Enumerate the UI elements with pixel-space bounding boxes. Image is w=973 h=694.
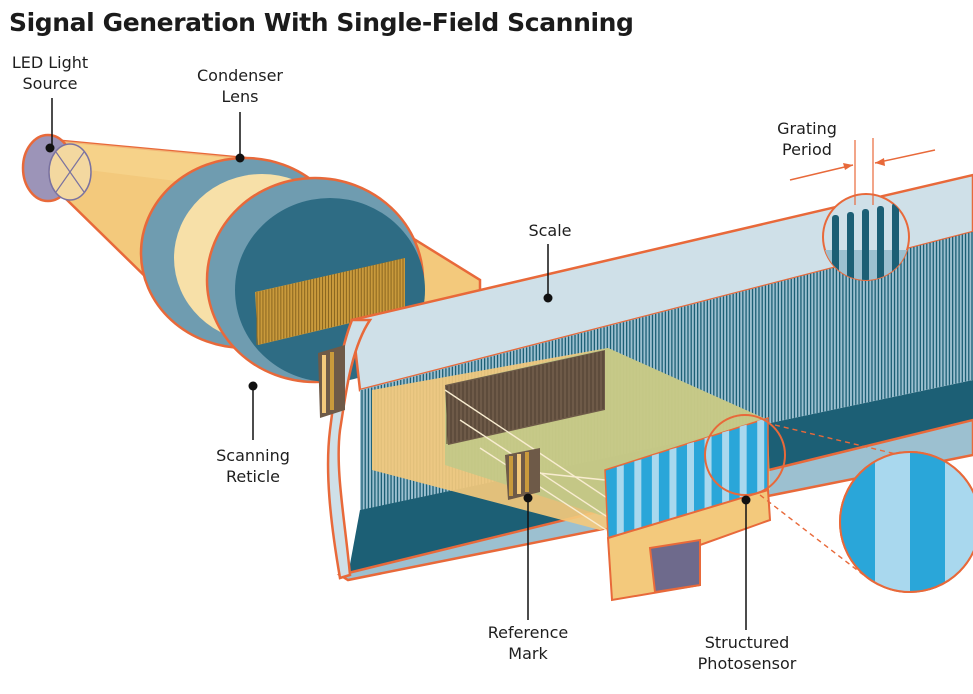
label-line: Grating xyxy=(777,119,837,138)
reticle-lines xyxy=(256,258,404,345)
label-scanning-reticle: Scanning Reticle xyxy=(203,445,303,487)
sensor-stripe xyxy=(651,453,659,525)
label-line: Lens xyxy=(221,87,259,106)
grating-bar xyxy=(862,209,869,280)
label-line: Reference xyxy=(487,623,569,642)
label-line: Source xyxy=(22,74,78,93)
sensor-stripe xyxy=(722,430,730,504)
grating-bar xyxy=(877,206,884,280)
label-led-light-source: LED Light Source xyxy=(4,52,96,94)
led-light-source xyxy=(21,133,92,203)
sensor-stripe xyxy=(616,465,624,536)
reference-grating-lines xyxy=(446,351,604,444)
leader-dots xyxy=(45,143,751,505)
label-line: Period xyxy=(782,140,832,159)
sensor-stripe xyxy=(634,459,642,530)
reference-mark xyxy=(505,448,540,500)
sensor-stripe xyxy=(757,418,765,493)
grating-bar xyxy=(847,212,854,280)
label-line: Photosensor xyxy=(697,654,797,673)
label-line: Scale xyxy=(528,221,572,240)
sensor-stripe xyxy=(739,424,747,498)
label-line: Mark xyxy=(508,644,548,663)
scale-top-face xyxy=(350,173,973,392)
grating-period-zoom xyxy=(789,138,936,281)
photosensor-highlight xyxy=(704,414,786,496)
reticle-block xyxy=(318,345,345,418)
reference-grating xyxy=(445,350,605,445)
label-line: Scanning xyxy=(216,446,290,465)
label-grating-period: Grating Period xyxy=(764,118,850,160)
zoom-connector-top xyxy=(774,424,901,456)
label-line: LED Light xyxy=(11,53,89,72)
diagram-title: Signal Generation With Single-Field Scan… xyxy=(9,8,634,37)
label-line: Condenser xyxy=(197,66,283,85)
label-line: Reticle xyxy=(225,467,281,486)
label-line: Structured xyxy=(704,633,790,652)
structured-photosensor xyxy=(604,416,772,602)
label-reference-mark: Reference Mark xyxy=(474,622,582,664)
label-condenser-lens: Condenser Lens xyxy=(188,65,292,107)
photosensor-zoom xyxy=(839,451,973,593)
label-scale: Scale xyxy=(515,220,585,241)
leader-lines xyxy=(51,98,747,630)
sensor-stripe xyxy=(687,442,694,514)
sensor-stripe xyxy=(669,447,677,520)
label-structured-photosensor: Structured Photosensor xyxy=(684,632,810,674)
grating-bar xyxy=(892,203,899,280)
